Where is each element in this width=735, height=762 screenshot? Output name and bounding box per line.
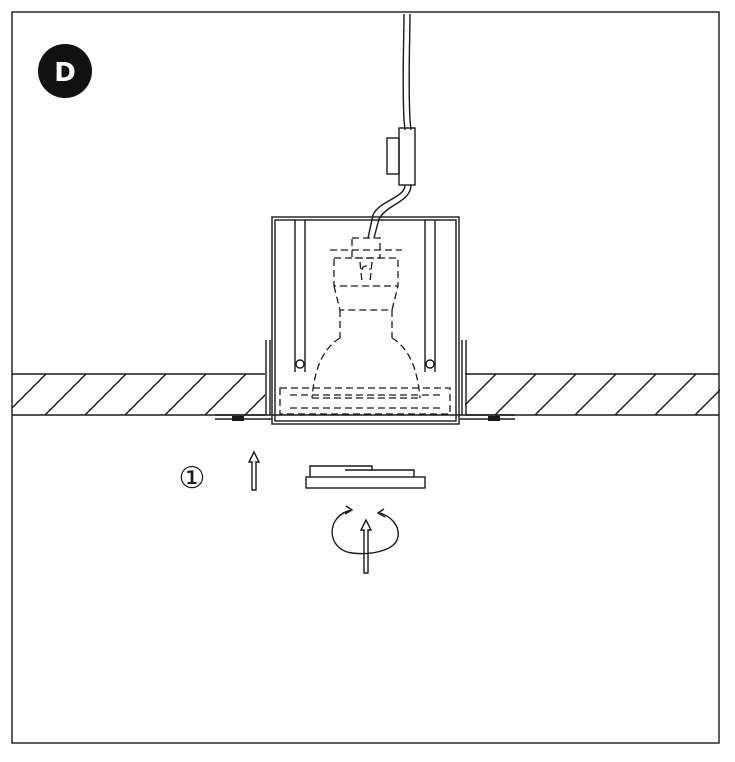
up-arrow-icon [247, 450, 261, 491]
downlight-housing [215, 216, 515, 425]
step-badge: D [38, 44, 92, 98]
power-cable [367, 13, 416, 239]
lamp-outline [279, 237, 451, 415]
ceiling-left [12, 373, 265, 416]
trim-ring [305, 465, 426, 489]
step-marker: ① [179, 461, 206, 496]
ceiling-right [465, 373, 720, 416]
diagram-border [11, 11, 720, 744]
step-badge-label: D [54, 58, 76, 88]
rotate-arrows-icon [331, 505, 399, 574]
